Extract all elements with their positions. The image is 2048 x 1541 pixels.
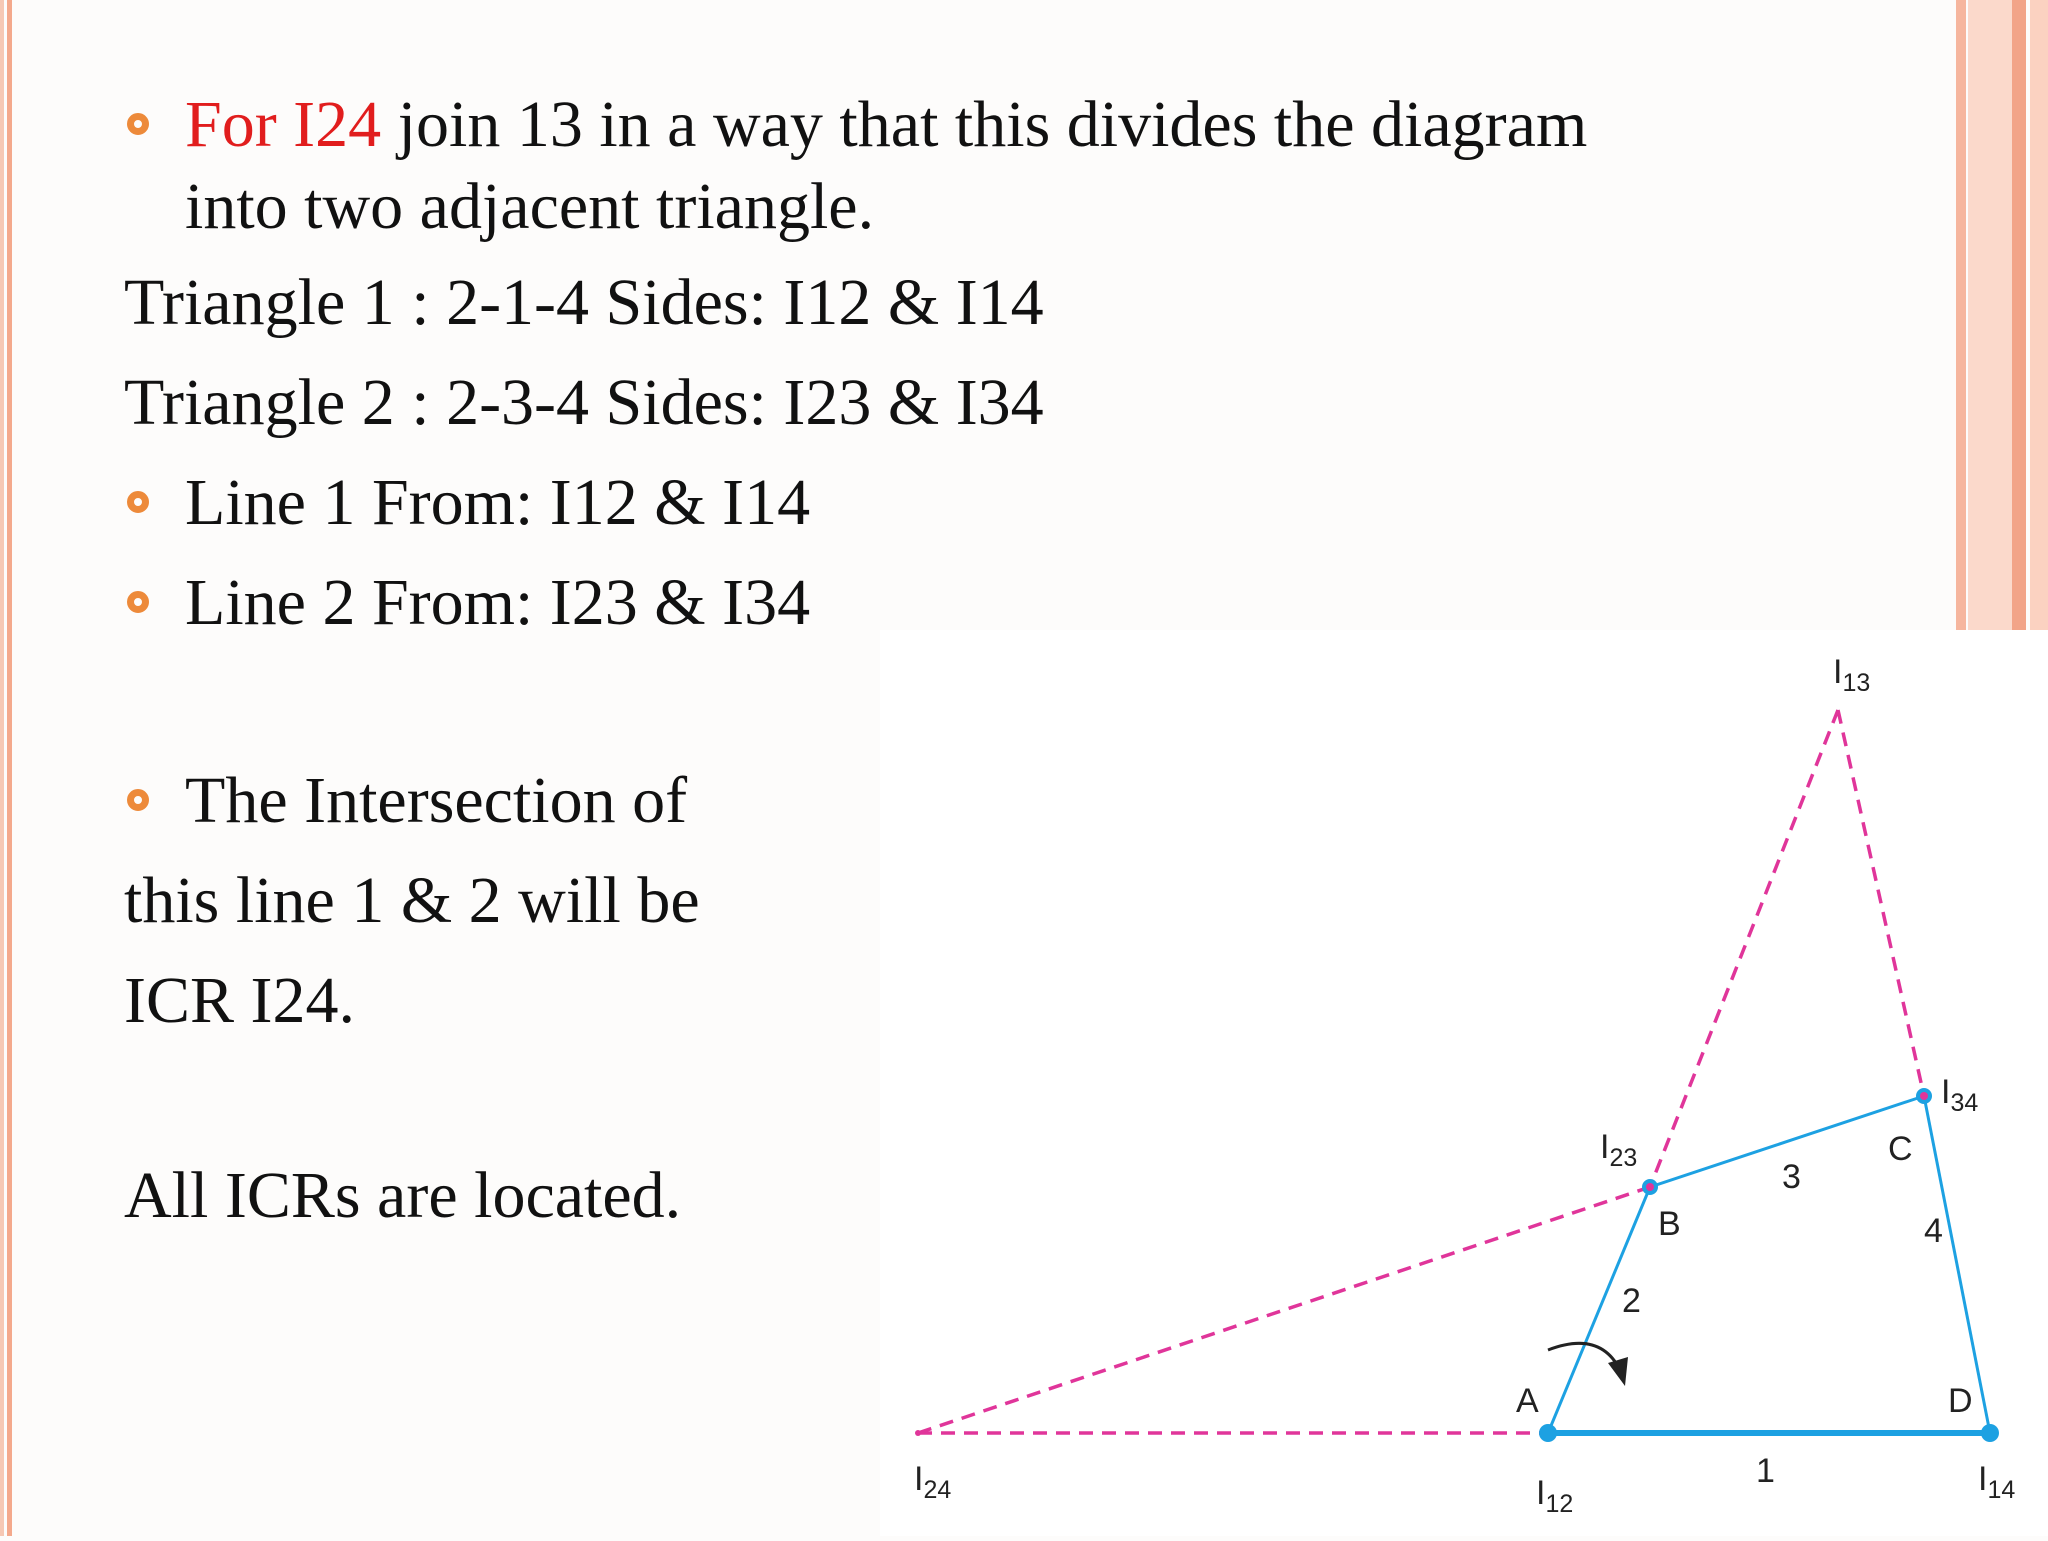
- label-joint-d: D: [1948, 1382, 1973, 1420]
- label-link-3: 3: [1782, 1158, 1801, 1196]
- triangle-1-text: Triangle 1 : 2-1-4 Sides: I12 & I14: [124, 266, 1044, 339]
- intersection-text-1: The Intersection of: [185, 764, 688, 837]
- joint-a: [1539, 1424, 1557, 1442]
- dashed-line-i13-i34: [1836, 709, 1926, 1097]
- dashed-line-i13-i23: [1648, 709, 1840, 1188]
- icr-diagram: I13 I34 I23 I24 I12 I14 A B C D 1 2 3 4: [880, 630, 2048, 1536]
- line-2-text: Line 2 From: I23 & I34: [185, 566, 811, 639]
- bullet-marker: [127, 789, 149, 811]
- link-4: [1922, 1095, 1992, 1434]
- label-link-1: 1: [1756, 1452, 1775, 1490]
- label-i12: I12: [1536, 1474, 1573, 1518]
- bullet-text-rest: join 13 in a way that this divides the d…: [381, 88, 1588, 161]
- highlight-for-i24: For I24: [185, 88, 382, 161]
- line-1-text: Line 1 From: I12 & I14: [185, 466, 811, 539]
- label-link-2: 2: [1622, 1282, 1641, 1320]
- bullet-text-continuation: into two adjacent triangle.: [185, 170, 875, 243]
- bullet-marker: [127, 591, 149, 613]
- slide-right-border: [1956, 0, 2048, 640]
- conclusion-text: All ICRs are located.: [124, 1159, 682, 1232]
- linkage-diagram-svg: I13 I34 I23 I24 I12 I14 A B C D 1 2 3 4: [914, 653, 2015, 1518]
- label-joint-a: A: [1516, 1382, 1539, 1420]
- label-link-4: 4: [1924, 1212, 1943, 1250]
- label-i34: I34: [1941, 1073, 1978, 1117]
- label-joint-c: C: [1888, 1130, 1913, 1168]
- label-i23: I23: [1600, 1128, 1637, 1172]
- bullet-marker: [127, 113, 149, 135]
- bullet-text-for-i24: For I24 join 13 in a way that this divid…: [185, 92, 1587, 158]
- label-i13: I13: [1833, 653, 1870, 697]
- dashed-line-i24-i23: [917, 1185, 1651, 1435]
- link-2: [1546, 1186, 1652, 1434]
- label-joint-b: B: [1658, 1205, 1681, 1243]
- label-i14: I14: [1978, 1460, 2015, 1504]
- link-3: [1649, 1094, 1925, 1189]
- label-i24: I24: [914, 1460, 951, 1504]
- slide-left-border: [0, 0, 16, 1536]
- bullet-marker: [127, 491, 149, 513]
- arrowhead: [1608, 1357, 1628, 1386]
- joint-d: [1981, 1424, 1999, 1442]
- intersection-text-3: ICR I24.: [124, 964, 355, 1037]
- triangle-2-text: Triangle 2 : 2-3-4 Sides: I23 & I34: [124, 366, 1044, 439]
- intersection-text-2: this line 1 & 2 will be: [124, 864, 700, 937]
